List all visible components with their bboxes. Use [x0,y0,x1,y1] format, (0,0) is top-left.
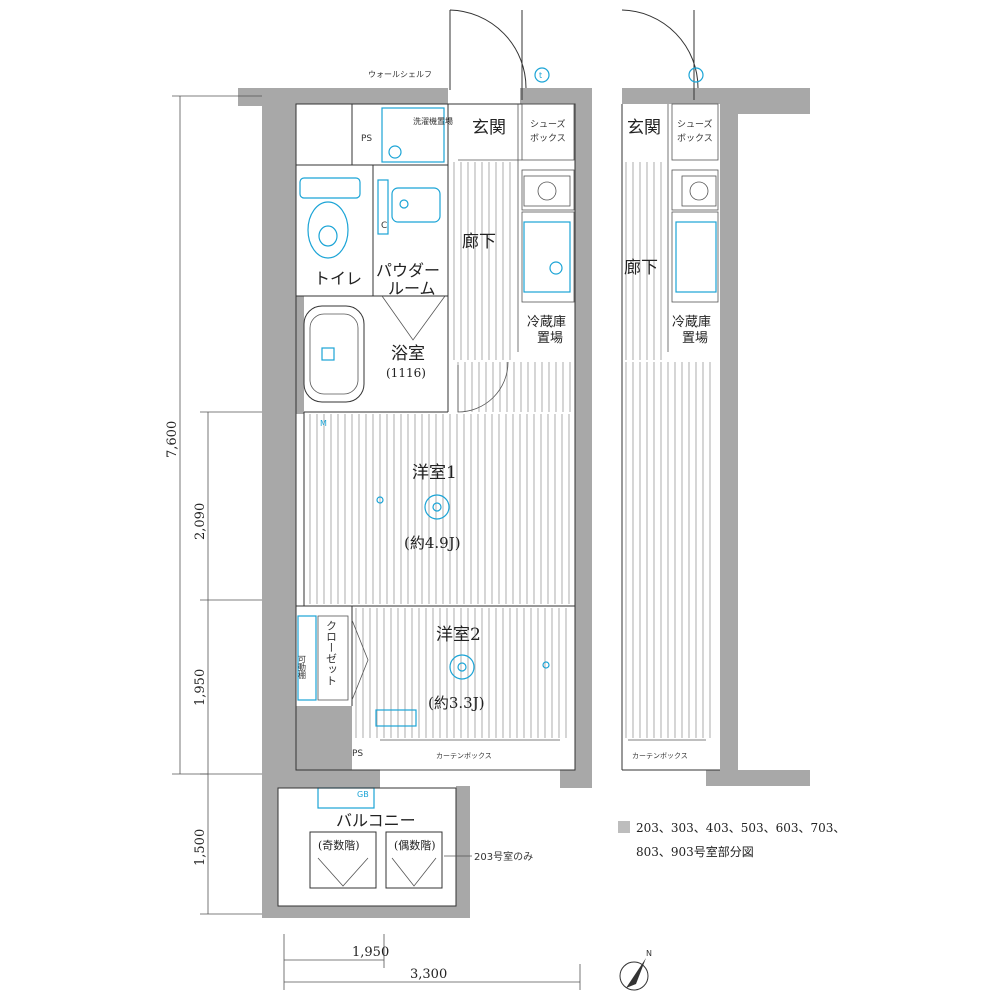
room1-size: (約4.9J) [404,534,461,552]
shoe-box-label-1: シューズ [530,118,566,130]
dim-room2-depth: 1,950 [193,669,208,706]
dim-balcony-depth: 1,500 [193,829,208,866]
flooring-stripes [309,162,571,738]
fixtures [297,107,571,889]
ps-label: PS [361,134,372,144]
bathroom-size: (1116) [386,366,426,380]
dimension-lines [172,95,581,990]
note-line2: 803、903号室部分図 [636,844,754,859]
doors [351,9,560,771]
variant-plan [621,9,810,786]
svg-text:N: N [646,949,652,958]
wall-shelf-label: ウォールシェルフ [368,70,432,79]
note-line1: 203、303、403、503、603、703、 [636,821,845,835]
powder-room-label-1: パウダー [376,261,440,280]
laundry-label: 洗濯機置場 [413,116,453,126]
m-mark: M [320,419,327,428]
note-swatch [618,821,630,833]
fridge-label-1: 冷蔵庫 [527,315,566,330]
compass-icon: N [619,949,652,991]
c-mark: C [381,221,387,231]
odd-floor-label: (奇数階) [318,838,360,852]
variant-shoe-box-label-1: シューズ [677,118,713,130]
variant-hallway-label: 廊下 [624,258,658,278]
dim-total-height: 7,600 [165,421,180,458]
even-floor-label: (偶数階) [394,838,436,852]
variant-shoe-box-label-2: ボックス [677,133,713,144]
balcony-frame [262,786,470,918]
curtain-box-label: カーテンボックス [436,752,492,760]
room1-label: 洋室1 [412,463,457,483]
variant-entrance-label: 玄関 [627,118,661,138]
balcony-label: バルコニー [336,811,416,830]
bathroom-label: 浴室 [391,344,425,364]
room2-size: (約3.3J) [428,694,485,712]
tv-mark: t [539,71,542,80]
walls [238,88,592,788]
variant-fridge-label-1: 冷蔵庫 [672,315,711,330]
ps-bottom-label: PS [352,749,363,759]
only-203-label: 203号室のみ [474,850,533,863]
dim-room1-depth: 2,090 [193,503,208,540]
fridge-label-2: 置場 [537,331,563,346]
toilet-label: トイレ [314,269,362,288]
powder-room-label-2: ルーム [388,279,436,298]
variant-fridge-label-2: 置場 [682,331,708,346]
entrance-label: 玄関 [472,118,506,138]
dim-width-total: 3,300 [410,967,447,982]
closet-shelf-label: 可動棚 [298,655,307,680]
closet-label: クローゼット [325,620,338,686]
dim-width-inner: 1,950 [352,945,389,960]
shoe-box-label-2: ボックス [530,133,566,144]
hallway-label: 廊下 [462,232,496,252]
variant-curtain-box-label: カーテンボックス [632,752,688,760]
room2-label: 洋室2 [436,625,481,645]
variant-stripes [625,162,711,738]
gb-mark: GB [357,790,369,799]
